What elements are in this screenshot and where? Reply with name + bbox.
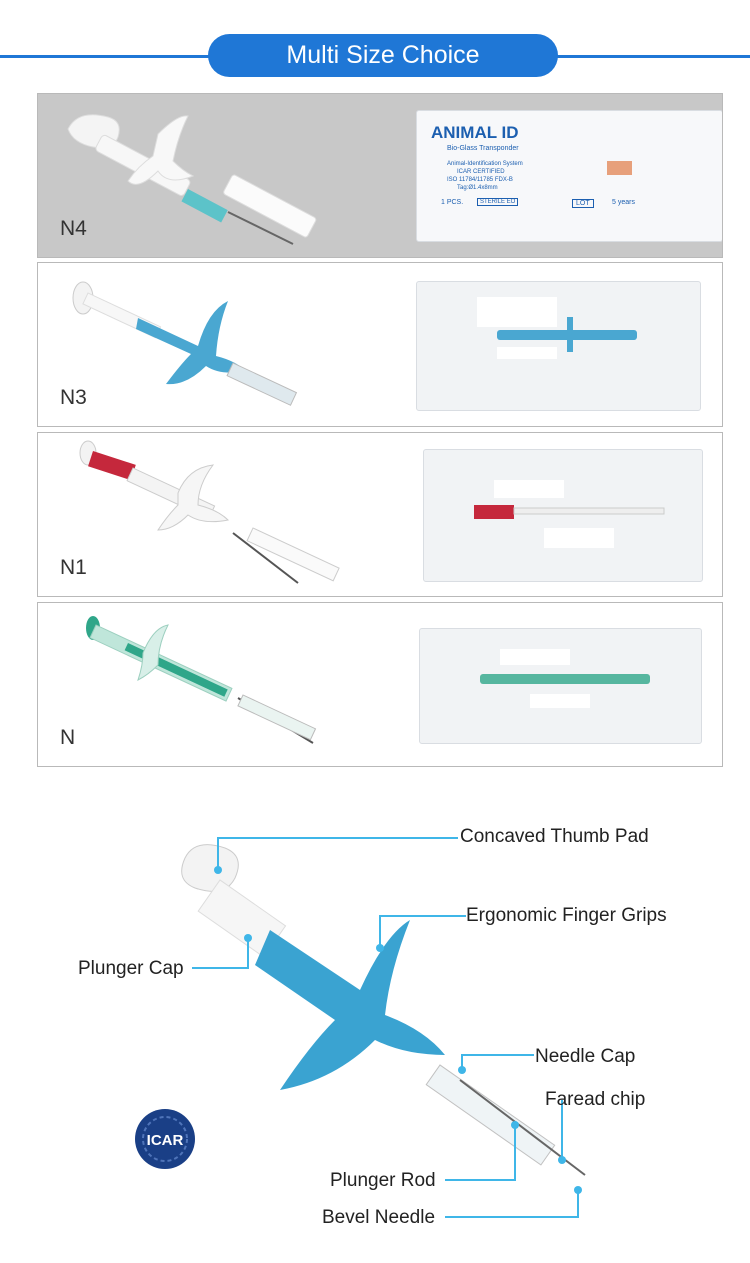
syringe-n1-image	[79, 440, 340, 584]
label-plunger-rod: Plunger Rod	[330, 1170, 436, 1191]
package-brand: ANIMAL ID	[431, 123, 519, 142]
label-faread-chip: Faread chip	[545, 1089, 646, 1110]
icar-logo: ICAR	[135, 1109, 195, 1169]
package-label-sticker	[607, 161, 632, 175]
label-plunger-cap: Plunger Cap	[78, 958, 184, 979]
size-card-n4: ANIMAL ID Bio-Glass Transponder Animal-I…	[37, 93, 723, 258]
label-ergonomic-finger-grips: Ergonomic Finger Grips	[466, 905, 667, 926]
size-label-n: N	[60, 726, 76, 749]
package-n4: ANIMAL ID Bio-Glass Transponder Animal-I…	[416, 110, 722, 242]
package-n1	[423, 449, 703, 582]
package-line3: ISO 11784/11785 FDX-B	[447, 177, 513, 183]
package-n	[419, 628, 702, 744]
size-label-n1: N1	[60, 556, 87, 579]
syringe-n3-image	[72, 281, 298, 406]
package-n1-image	[474, 480, 665, 548]
label-concaved-thumb-pad: Concaved Thumb Pad	[460, 826, 649, 847]
size-label-n3: N3	[60, 386, 87, 409]
package-subtitle: Bio-Glass Transponder	[447, 145, 519, 152]
size-card-n: N	[37, 602, 723, 767]
diagram-syringe-body	[181, 844, 586, 1176]
label-bevel-needle: Bevel Needle	[322, 1207, 436, 1228]
package-lot: LOT	[572, 199, 594, 208]
icar-logo-text: ICAR	[147, 1132, 184, 1149]
package-line2: ICAR CERTIFIED	[457, 169, 505, 175]
package-pcs: 1 PCS.	[441, 199, 464, 206]
package-years: 5 years	[612, 199, 635, 206]
package-sterile: STERILE EO	[477, 198, 519, 206]
package-n3	[416, 281, 701, 411]
size-label-n4: N4	[60, 217, 87, 240]
syringe-n-image	[86, 616, 317, 744]
label-needle-cap: Needle Cap	[535, 1046, 636, 1067]
package-line1: Animal-Identification System	[447, 161, 523, 167]
package-n3-image	[477, 297, 637, 359]
syringe-diagram	[181, 837, 586, 1218]
package-line4: Tag:Ø1.4x8mm	[457, 185, 498, 191]
package-n-image	[480, 649, 650, 708]
syringe-n4-image	[67, 114, 317, 245]
size-card-n3: N3	[37, 262, 723, 427]
header-title: Multi Size Choice	[208, 34, 558, 77]
size-card-n1: N1	[37, 432, 723, 597]
